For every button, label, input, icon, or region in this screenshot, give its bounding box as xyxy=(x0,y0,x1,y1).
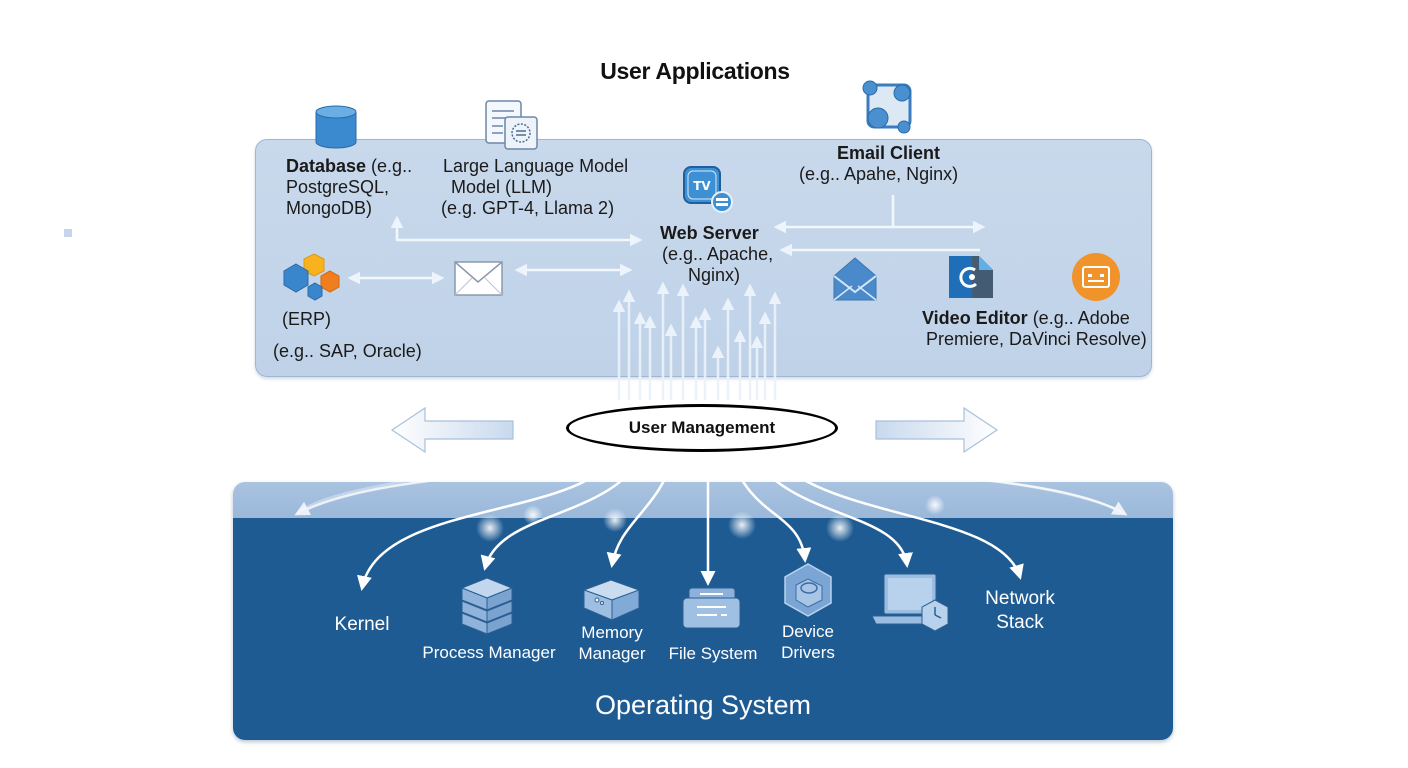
video-editor-detail: (e.g.. Adobe xyxy=(1027,308,1130,328)
database-line3: MongoDB) xyxy=(286,198,373,218)
device-line2: Drivers xyxy=(781,643,835,662)
diagram-title: User Applications xyxy=(600,58,790,84)
os-panel-body xyxy=(233,518,1173,740)
os-panel-top-band xyxy=(233,482,1173,518)
llm-line3: (e.g. GPT-4, Llama 2) xyxy=(441,198,615,218)
os-memory-manager-label: Memory Manager xyxy=(566,622,658,664)
web-server-line3: Nginx) xyxy=(688,265,741,285)
database-label: Database (e.g.. xyxy=(286,156,412,177)
left-big-arrow xyxy=(390,406,514,454)
downward-arrows xyxy=(294,438,1128,591)
database-icon xyxy=(315,105,357,149)
memory-line1: Memory xyxy=(581,623,643,642)
os-kernel-label: Kernel xyxy=(334,614,390,635)
memory-line2: Manager xyxy=(578,644,646,663)
envelope-icon xyxy=(454,261,503,296)
user-management-label: User Management xyxy=(628,418,776,437)
erp-name: (ERP) xyxy=(282,309,331,329)
memory-box-icon xyxy=(582,579,641,621)
operating-system-panel xyxy=(233,482,1173,740)
upward-arrows xyxy=(612,281,782,400)
network-line2: Stack xyxy=(996,612,1044,633)
chat-icon xyxy=(1072,253,1120,301)
glow-dots xyxy=(476,495,945,542)
device-cube-icon xyxy=(784,563,832,617)
video-editor-label: Video Editor (e.g.. Adobe xyxy=(922,308,1130,329)
llm-line1: Large Language Model xyxy=(443,156,629,176)
right-big-arrow xyxy=(875,406,999,454)
email-client-title: Email Client xyxy=(837,143,941,163)
os-device-drivers-label: Device Drivers xyxy=(766,621,850,663)
erp-line2: (e.g.. SAP, Oracle) xyxy=(273,341,422,361)
os-network-stack-label: Network Stack xyxy=(970,587,1070,635)
database-detail: (e.g.. xyxy=(366,156,413,176)
hexagon-cluster-icon xyxy=(283,253,340,301)
video-editor-name: Video Editor xyxy=(922,308,1028,328)
web-server-name: Web Server xyxy=(660,223,759,244)
email-client-line2: (e.g.. Apahe, Nginx) xyxy=(799,164,959,184)
file-system-icon xyxy=(682,587,741,629)
computer-clock-icon xyxy=(871,573,949,632)
network-node-icon xyxy=(862,80,912,134)
video-editor-line2: Premiere, DaVinci Resolve) xyxy=(926,329,1147,349)
database-line2: PostgreSQL, xyxy=(286,177,390,197)
decorative-square xyxy=(64,229,72,237)
user-management-node: User Management xyxy=(566,404,838,452)
mail-icon xyxy=(833,257,877,301)
layers-stack-icon xyxy=(460,577,514,635)
device-line1: Device xyxy=(782,622,834,641)
email-client-name: Email Client xyxy=(837,143,940,164)
os-file-system-label: File System xyxy=(668,644,758,663)
llm-line2: Model (LLM) xyxy=(451,177,553,197)
operating-system-title: Operating System xyxy=(594,690,812,720)
svg-text:TV: TV xyxy=(693,179,711,193)
web-server-title: Web Server xyxy=(660,223,759,243)
network-line1: Network xyxy=(985,588,1055,609)
app-connectors xyxy=(347,195,986,285)
database-name: Database xyxy=(286,156,367,176)
web-server-line2: (e.g.. Apache, xyxy=(662,244,774,264)
os-process-manager-label: Process Manager xyxy=(422,643,556,662)
web-server-icon: TV xyxy=(683,166,733,213)
video-editor-icon xyxy=(949,256,993,298)
document-icon xyxy=(485,100,538,150)
